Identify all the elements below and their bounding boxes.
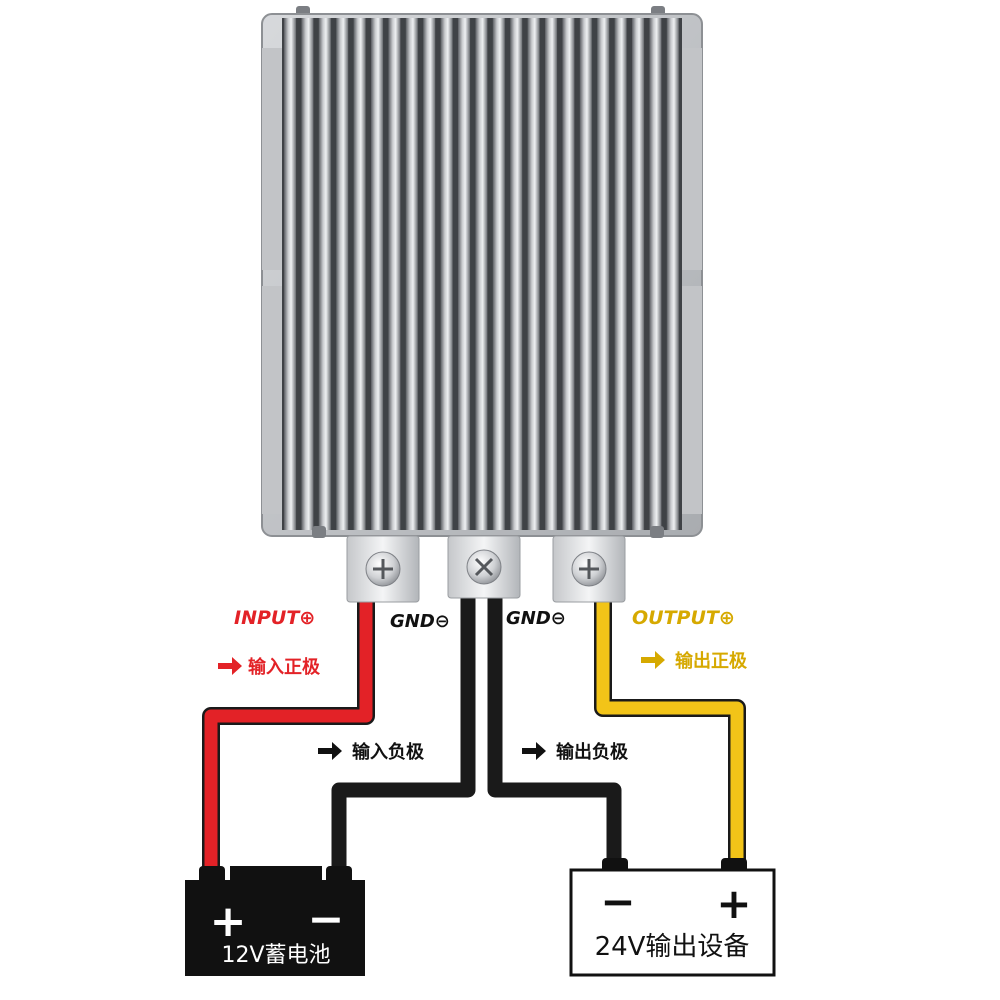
side-flange	[262, 286, 284, 514]
input-negative-wire	[331, 598, 476, 872]
output-positive-wire	[594, 598, 746, 865]
arrow-right-icon	[641, 651, 665, 669]
gnd-left-label: GND⊖	[390, 611, 450, 632]
arrow-right-icon	[218, 657, 242, 675]
side-flange	[680, 286, 702, 514]
battery-top-cap	[230, 866, 322, 882]
device-caption: 24V输出设备	[595, 932, 750, 962]
input-positive-wire-color	[204, 598, 373, 872]
mount-stud	[312, 526, 326, 538]
device-plus-symbol: +	[716, 879, 751, 928]
screw-icon	[466, 549, 502, 585]
output-plus-label: OUTPUT⊕	[632, 607, 735, 629]
output-device-24v: − + 24V输出设备	[569, 858, 776, 977]
terminal-block	[346, 535, 626, 603]
battery-minus-symbol: −	[308, 894, 345, 945]
battery-plus-symbol: +	[210, 896, 247, 947]
heatsink-module	[261, 6, 703, 538]
arrow-right-icon	[318, 742, 342, 760]
side-flange	[680, 48, 702, 270]
battery-terminal	[326, 866, 352, 884]
mount-stud	[650, 526, 664, 538]
battery-body	[185, 880, 365, 976]
battery-terminal	[199, 866, 225, 884]
input-positive-cn-label: 输入正极	[248, 656, 321, 678]
output-positive-wire-color	[596, 598, 744, 865]
battery-12v: + − 12V蓄电池	[185, 866, 365, 976]
screw-icon	[365, 551, 401, 587]
output-negative-wire	[487, 598, 622, 865]
input-negative-cn-label: 输入负极	[352, 741, 425, 763]
side-flange	[262, 48, 284, 270]
device-minus-symbol: −	[600, 877, 635, 926]
screw-icon	[571, 551, 607, 587]
output-positive-cn-label: 输出正极	[675, 650, 748, 672]
heatsink-fins	[282, 18, 682, 530]
device-body	[569, 868, 776, 977]
gnd-right-label: GND⊖	[506, 608, 566, 629]
battery-caption: 12V蓄电池	[221, 943, 330, 968]
arrow-right-icon	[522, 742, 546, 760]
input-plus-label: INPUT⊕	[234, 607, 315, 629]
output-negative-cn-label: 输出负极	[556, 741, 629, 763]
